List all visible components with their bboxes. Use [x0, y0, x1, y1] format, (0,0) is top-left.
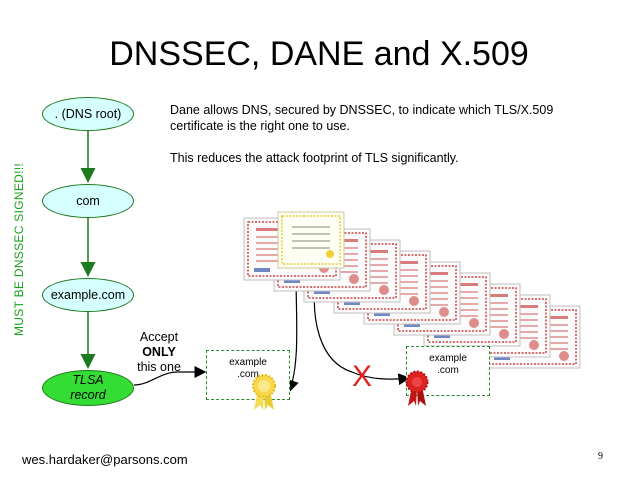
gold-seal-icon: [252, 374, 276, 410]
arrow-tlsa-to-cert: [133, 366, 207, 386]
arrow-to-bad-cert: [313, 275, 411, 386]
reject-x-mark: X: [352, 360, 373, 393]
record-label: record: [70, 388, 106, 402]
accept-line-2: ONLY: [142, 345, 176, 359]
description: Dane allows DNS, secured by DNSSEC, to i…: [170, 102, 570, 182]
accept-line-1: Accept: [139, 330, 179, 344]
description-line-2: This reduces the attack footprint of TLS…: [170, 151, 459, 165]
rejected-cert-line-2: .com: [437, 365, 459, 376]
red-seal-icon: [405, 370, 429, 406]
com-node: com: [42, 184, 134, 218]
tlsa-label: TLSA: [72, 373, 104, 387]
accepted-certificate: example .com: [206, 350, 290, 400]
rejected-cert-line-1: example: [429, 353, 467, 364]
example-com-node: example.com: [42, 278, 134, 312]
accept-only-label: Accept ONLY this one: [122, 330, 196, 375]
footer-email: wes.hardaker@parsons.com: [22, 452, 188, 467]
highlighted-certificate-card: [277, 211, 345, 269]
page-number: 9: [598, 451, 603, 462]
tlsa-record-node: TLSA record: [42, 370, 134, 406]
accept-line-3: this one: [137, 360, 181, 374]
rejected-certificate: example .com: [406, 346, 490, 396]
dns-root-node: . (DNS root): [42, 97, 134, 131]
accepted-cert-line-2: .com: [237, 369, 259, 380]
slide-title: DNSSEC, DANE and X.509: [109, 35, 529, 73]
accepted-cert-line-1: example: [229, 357, 267, 368]
description-line-1: Dane allows DNS, secured by DNSSEC, to i…: [170, 103, 554, 133]
